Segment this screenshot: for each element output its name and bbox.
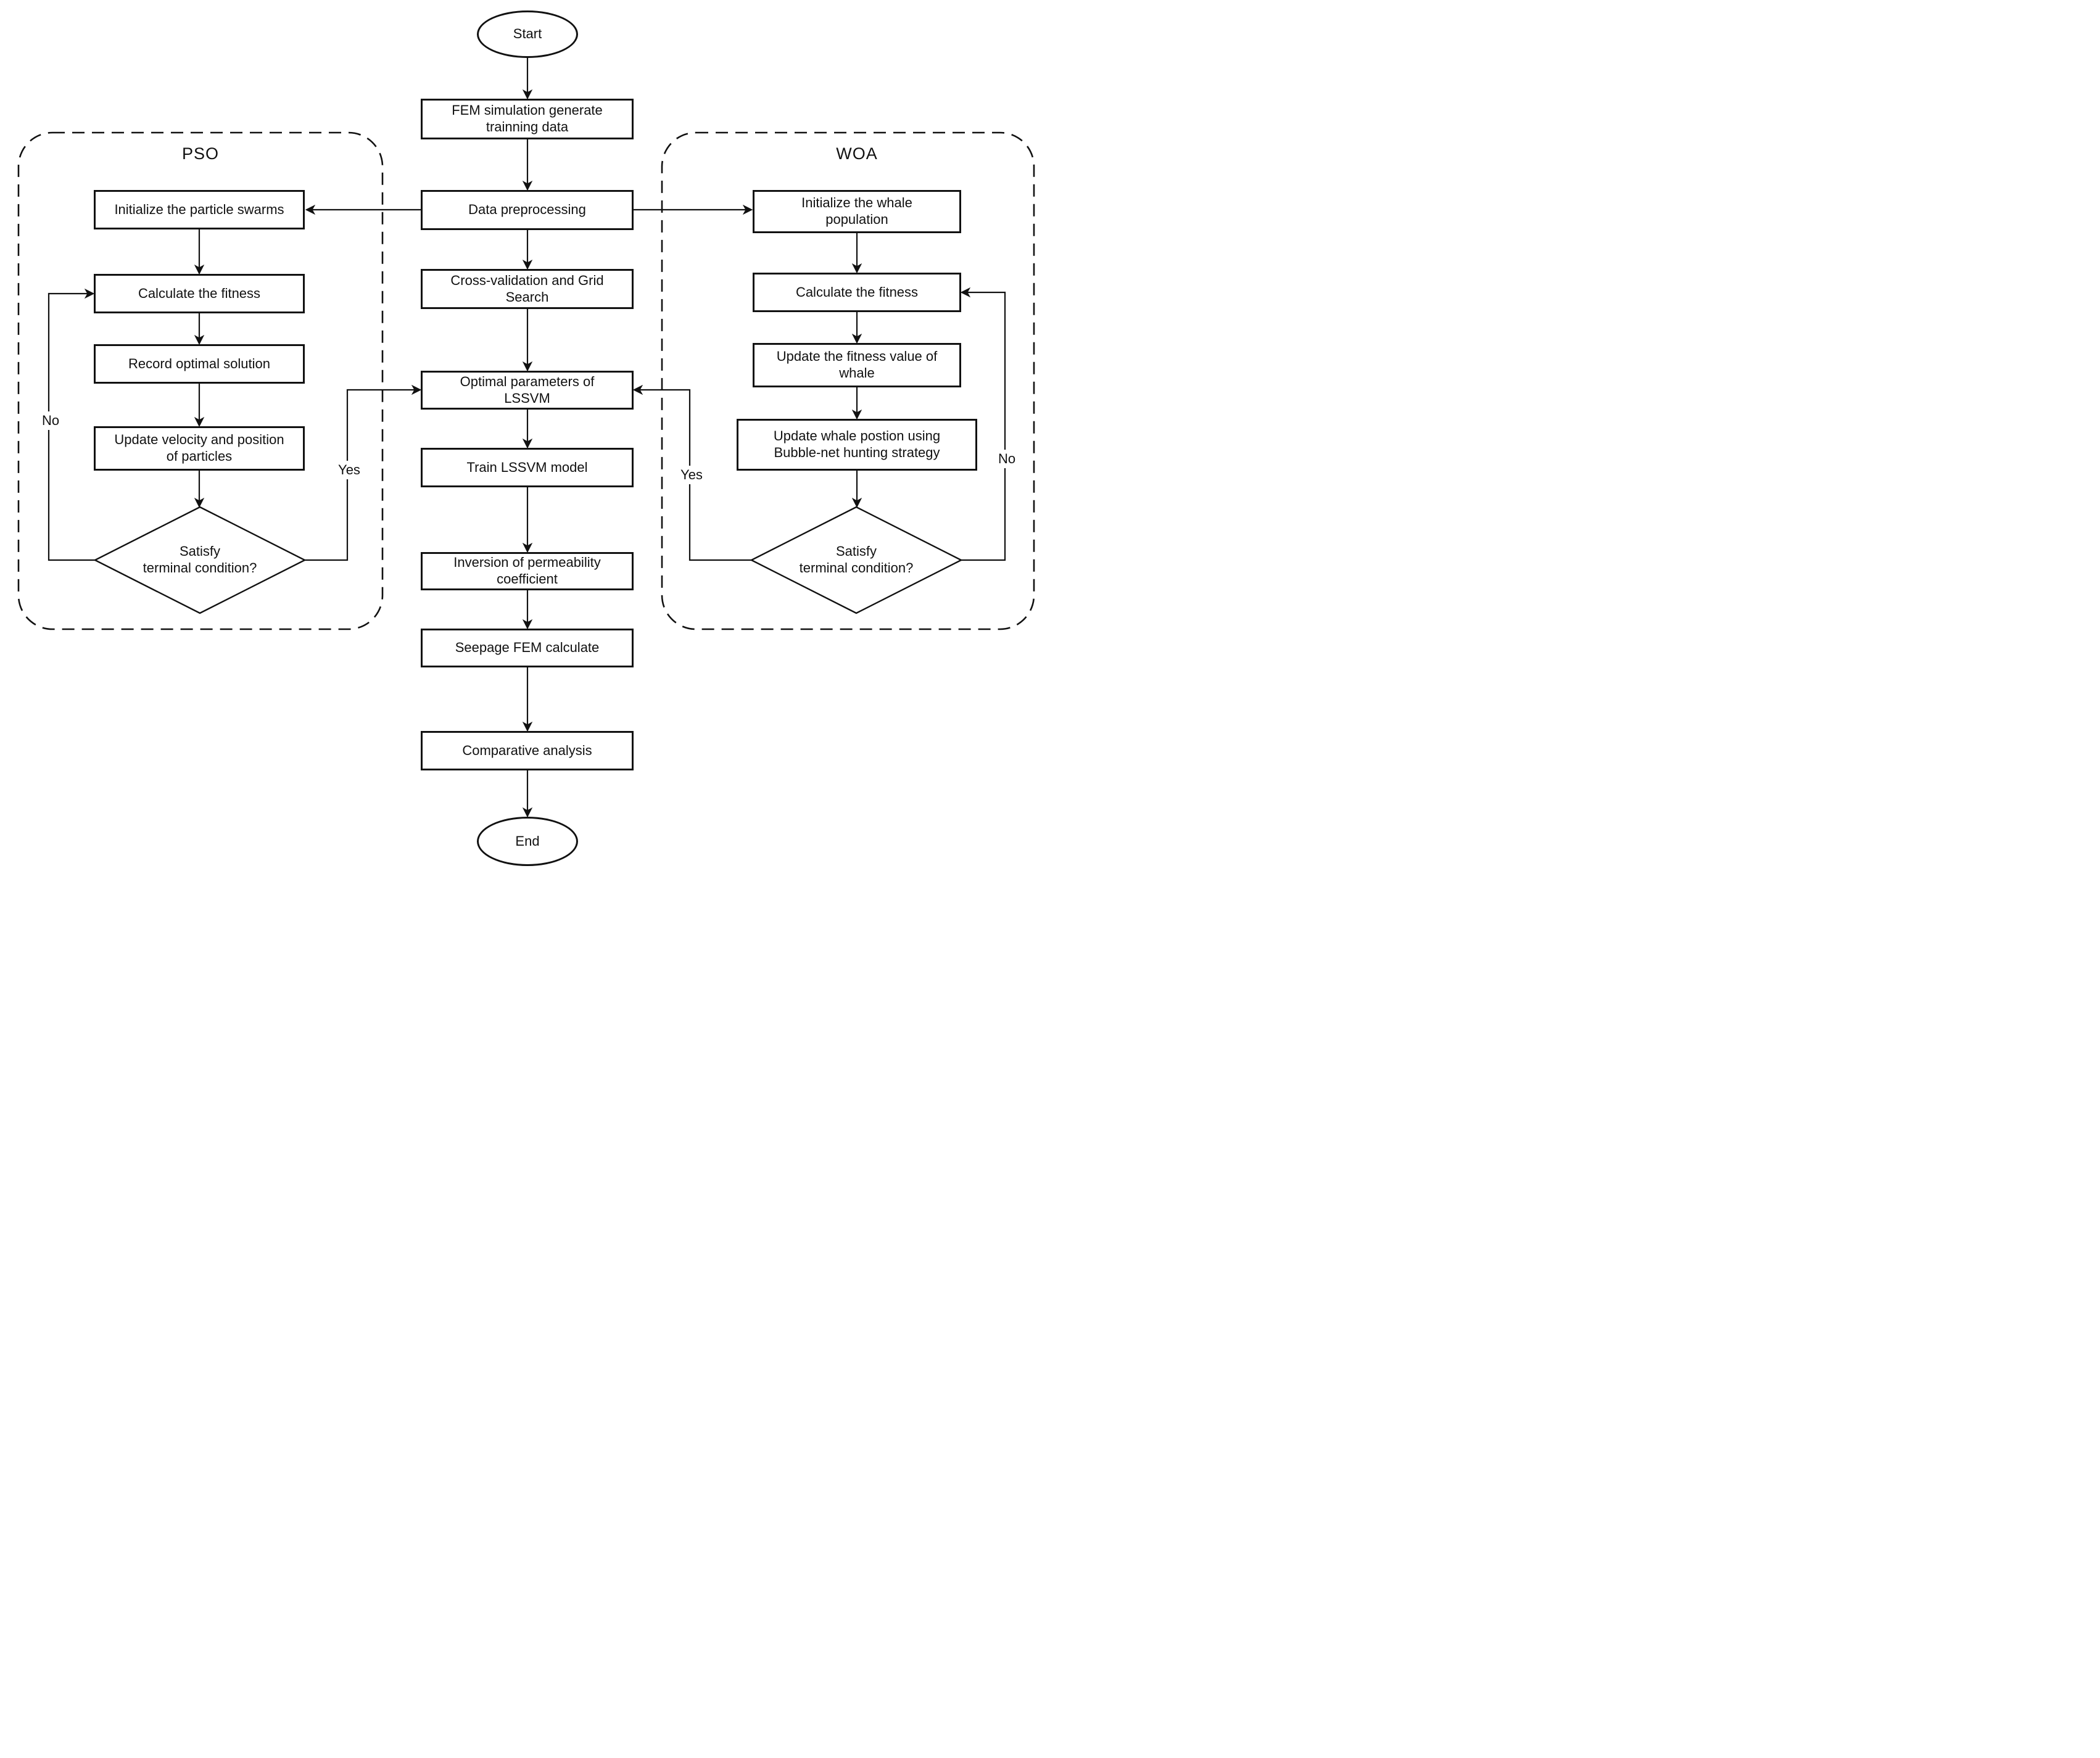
node-seepage-fem: Seepage FEM calculate xyxy=(421,629,634,667)
pso-yes-edge-label: Yes xyxy=(330,461,368,479)
pso-no-edge-label: No xyxy=(31,411,70,430)
node-woa-condition-label: Satisfy terminal condition? xyxy=(799,543,914,576)
node-woa-update-fitness: Update the fitness value of whale xyxy=(753,343,961,387)
node-inversion-permeability: Inversion of permeability coefficient xyxy=(421,552,634,590)
node-start: Start xyxy=(477,10,578,58)
node-optimal-parameters: Optimal parameters of LSSVM xyxy=(421,371,634,410)
pso-group-label: PSO xyxy=(181,144,220,163)
node-woa-update-position: Update whale postion using Bubble-net hu… xyxy=(737,419,977,471)
woa-no-edge-label: No xyxy=(988,450,1026,468)
node-comparative-analysis: Comparative analysis xyxy=(421,731,634,770)
pso-group-border xyxy=(17,131,384,630)
flowchart-canvas: PSO WOA Start End FEM simulation generat… xyxy=(0,0,1050,879)
node-pso-initialize: Initialize the particle swarms xyxy=(94,190,305,229)
node-pso-record-optimal: Record optimal solution xyxy=(94,344,305,384)
node-pso-calculate-fitness: Calculate the fitness xyxy=(94,274,305,313)
woa-group-label: WOA xyxy=(836,144,878,163)
woa-condition-diamond-shape xyxy=(750,506,963,614)
node-pso-update-velocity: Update velocity and position of particle… xyxy=(94,426,305,471)
node-cross-validation: Cross-validation and Grid Search xyxy=(421,269,634,309)
node-pso-condition-label: Satisfy terminal condition? xyxy=(143,543,257,576)
woa-yes-edge-label: Yes xyxy=(672,466,711,484)
edge-woacondition-no-loop xyxy=(960,287,1006,561)
node-woa-calculate-fitness: Calculate the fitness xyxy=(753,273,961,312)
connector-layer xyxy=(17,58,1035,818)
pso-condition-diamond-shape xyxy=(93,506,307,614)
node-data-preprocessing: Data preprocessing xyxy=(421,190,634,230)
node-end: End xyxy=(477,817,578,866)
node-fem-simulation: FEM simulation generate trainning data xyxy=(421,99,634,139)
node-train-lssvm: Train LSSVM model xyxy=(421,448,634,487)
woa-group-border xyxy=(661,131,1035,630)
node-woa-initialize: Initialize the whale population xyxy=(753,190,961,233)
